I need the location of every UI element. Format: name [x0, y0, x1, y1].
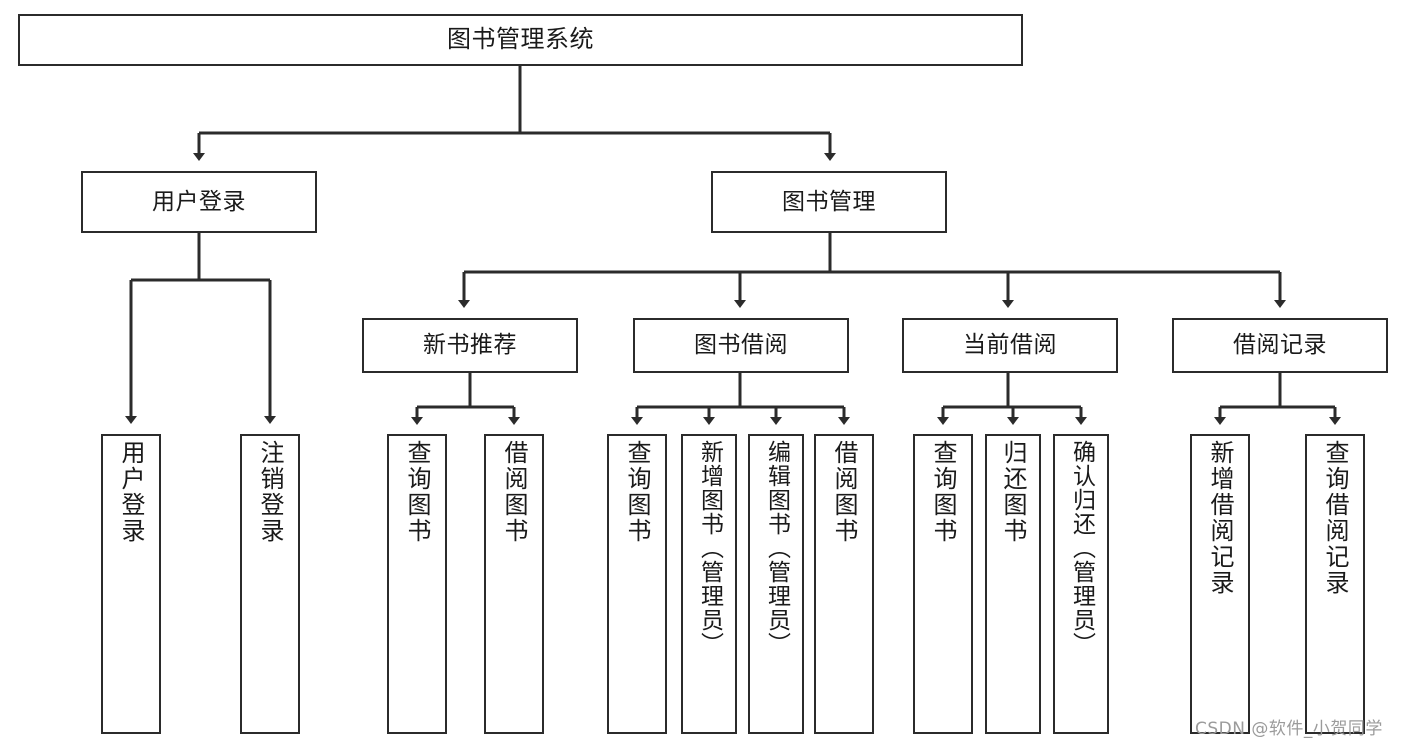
node-leaf-logout-label: 注销登录: [256, 440, 284, 544]
node-leaf-query-book-3-label: 查询图书: [929, 440, 957, 544]
node-root[interactable]: 图书管理系统: [18, 14, 1023, 66]
node-leaf-borrow-book-2[interactable]: 借阅图书: [814, 434, 874, 734]
node-leaf-query-book-1[interactable]: 查询图书: [387, 434, 447, 734]
node-leaf-borrow-book-1[interactable]: 借阅图书: [484, 434, 544, 734]
node-new-book-rec-label: 新书推荐: [423, 332, 517, 359]
node-leaf-return-book[interactable]: 归还图书: [985, 434, 1041, 734]
node-leaf-add-record-label: 新增借阅记录: [1206, 440, 1234, 596]
node-leaf-query-book-2-label: 查询图书: [623, 440, 651, 544]
node-leaf-add-record[interactable]: 新增借阅记录: [1190, 434, 1250, 734]
node-leaf-user-login-label: 用户登录: [117, 440, 145, 544]
node-leaf-query-book-2[interactable]: 查询图书: [607, 434, 667, 734]
node-leaf-query-record-label: 查询借阅记录: [1321, 440, 1349, 596]
node-leaf-add-book[interactable]: 新增图书（管理员）: [681, 434, 737, 734]
node-leaf-add-book-label: 新增图书（管理员）: [696, 440, 723, 656]
node-leaf-query-book-1-label: 查询图书: [403, 440, 431, 544]
node-leaf-borrow-book-1-label: 借阅图书: [500, 440, 528, 544]
node-leaf-query-record[interactable]: 查询借阅记录: [1305, 434, 1365, 734]
watermark-text: CSDN @软件_小贺同学: [1195, 719, 1383, 739]
node-current-borrow[interactable]: 当前借阅: [902, 318, 1118, 373]
node-leaf-query-book-3[interactable]: 查询图书: [913, 434, 973, 734]
node-leaf-edit-book-label: 编辑图书（管理员）: [763, 440, 790, 656]
node-leaf-borrow-book-2-label: 借阅图书: [830, 440, 858, 544]
node-book-manage[interactable]: 图书管理: [711, 171, 947, 233]
node-root-label: 图书管理系统: [447, 25, 594, 54]
node-user-login-label: 用户登录: [152, 188, 246, 215]
node-leaf-confirm-return-label: 确认归还（管理员）: [1068, 440, 1095, 656]
node-user-login[interactable]: 用户登录: [81, 171, 317, 233]
node-book-borrow[interactable]: 图书借阅: [633, 318, 849, 373]
node-new-book-rec[interactable]: 新书推荐: [362, 318, 578, 373]
node-book-manage-label: 图书管理: [782, 188, 876, 215]
node-current-borrow-label: 当前借阅: [963, 332, 1057, 359]
node-leaf-confirm-return[interactable]: 确认归还（管理员）: [1053, 434, 1109, 734]
node-leaf-edit-book[interactable]: 编辑图书（管理员）: [748, 434, 804, 734]
node-leaf-user-login[interactable]: 用户登录: [101, 434, 161, 734]
node-leaf-logout[interactable]: 注销登录: [240, 434, 300, 734]
node-leaf-return-book-label: 归还图书: [999, 440, 1027, 544]
node-borrow-record[interactable]: 借阅记录: [1172, 318, 1388, 373]
node-borrow-record-label: 借阅记录: [1233, 332, 1327, 359]
node-book-borrow-label: 图书借阅: [694, 332, 788, 359]
